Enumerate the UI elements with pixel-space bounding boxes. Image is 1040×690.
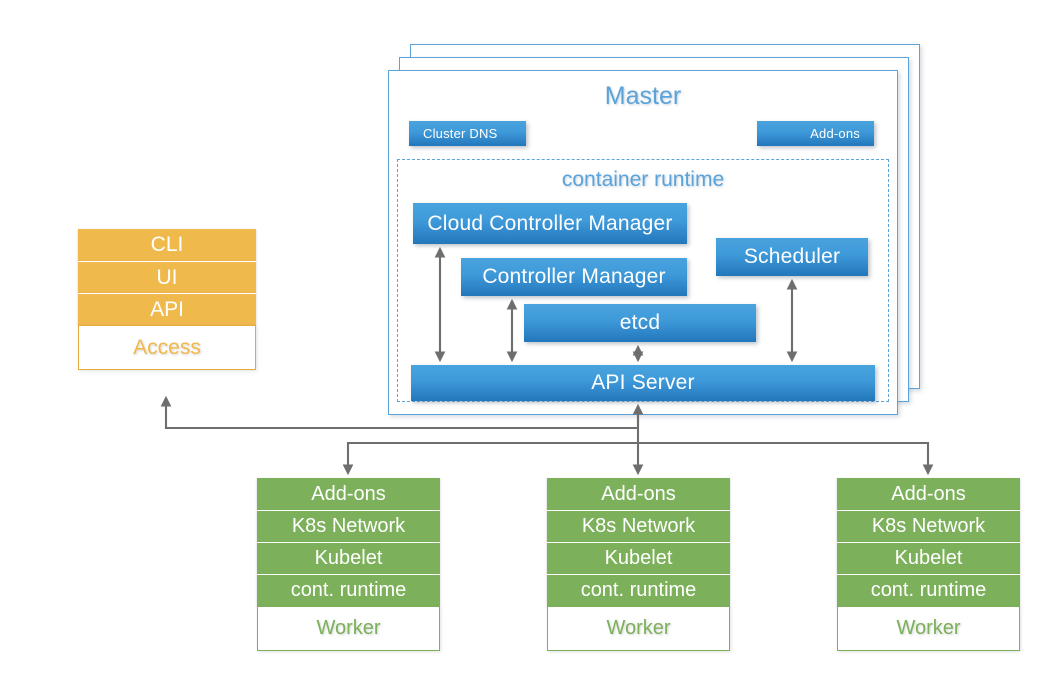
- access-label: Access: [78, 325, 256, 370]
- scheduler-box[interactable]: Scheduler: [716, 238, 868, 276]
- worker-3-layer-k8s-network[interactable]: K8s Network: [837, 510, 1020, 542]
- access-layer-ui[interactable]: UI: [78, 261, 256, 293]
- worker-2-label: Worker: [547, 606, 730, 651]
- arrow-apiserver-worker-1: [342, 441, 638, 476]
- master-addons-box[interactable]: Add-ons: [757, 121, 874, 146]
- container-runtime-region: [397, 159, 889, 402]
- cloud-controller-manager-box[interactable]: Cloud Controller Manager: [413, 203, 687, 244]
- cluster-dns-box[interactable]: Cluster DNS: [409, 121, 526, 146]
- master-caption: Master: [604, 82, 682, 110]
- arrow-apiserver-worker-3: [638, 441, 934, 476]
- access-layer-api[interactable]: API: [78, 293, 256, 325]
- worker-2-layer-addons[interactable]: Add-ons: [547, 478, 730, 510]
- worker-3-label: Worker: [837, 606, 1020, 651]
- worker-1-layer-addons[interactable]: Add-ons: [257, 478, 440, 510]
- worker-3-layer-cont-runtime[interactable]: cont. runtime: [837, 574, 1020, 606]
- etcd-box[interactable]: etcd: [524, 304, 756, 342]
- controller-manager-box[interactable]: Controller Manager: [461, 258, 687, 296]
- access-layer-cli[interactable]: CLI: [78, 229, 256, 261]
- worker-1-layer-cont-runtime[interactable]: cont. runtime: [257, 574, 440, 606]
- worker-3-layer-addons[interactable]: Add-ons: [837, 478, 1020, 510]
- worker-1-layer-k8s-network[interactable]: K8s Network: [257, 510, 440, 542]
- api-server-box[interactable]: API Server: [411, 365, 875, 401]
- worker-1-label: Worker: [257, 606, 440, 651]
- worker-2-layer-cont-runtime[interactable]: cont. runtime: [547, 574, 730, 606]
- worker-1-layer-kubelet[interactable]: Kubelet: [257, 542, 440, 574]
- worker-node-1: Add-ons K8s Network Kubelet cont. runtim…: [257, 478, 440, 651]
- worker-3-layer-kubelet[interactable]: Kubelet: [837, 542, 1020, 574]
- worker-node-2: Add-ons K8s Network Kubelet cont. runtim…: [547, 478, 730, 651]
- access-stack: CLI UI API Access: [78, 229, 256, 370]
- container-runtime-caption: container runtime: [561, 168, 725, 191]
- worker-2-layer-k8s-network[interactable]: K8s Network: [547, 510, 730, 542]
- worker-2-layer-kubelet[interactable]: Kubelet: [547, 542, 730, 574]
- worker-node-3: Add-ons K8s Network Kubelet cont. runtim…: [837, 478, 1020, 651]
